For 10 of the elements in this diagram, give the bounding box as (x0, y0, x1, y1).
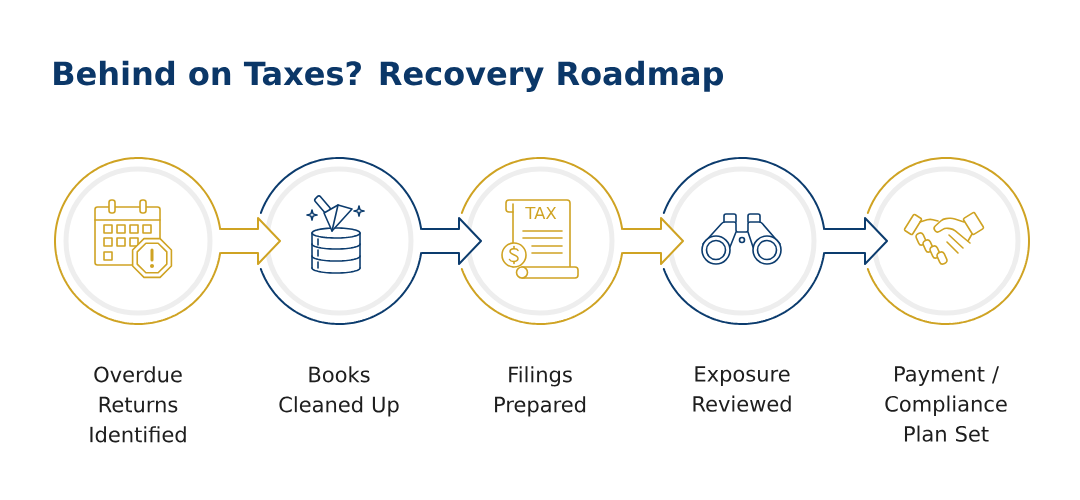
block-arrow (219, 217, 281, 265)
block-arrow (823, 217, 888, 265)
step-label: Books Cleaned Up (279, 366, 399, 417)
step-label: Overdue Returns Identified (90, 366, 186, 443)
step-label: Exposure Reviewed (693, 366, 791, 412)
step-label: Filings Prepared (495, 366, 586, 417)
block-arrow (621, 217, 684, 265)
title: Behind on Taxes? Recovery Roadmap (54, 60, 724, 92)
step-label: Payment / Compliance Plan Set (885, 366, 1007, 442)
block-arrow (420, 217, 482, 265)
